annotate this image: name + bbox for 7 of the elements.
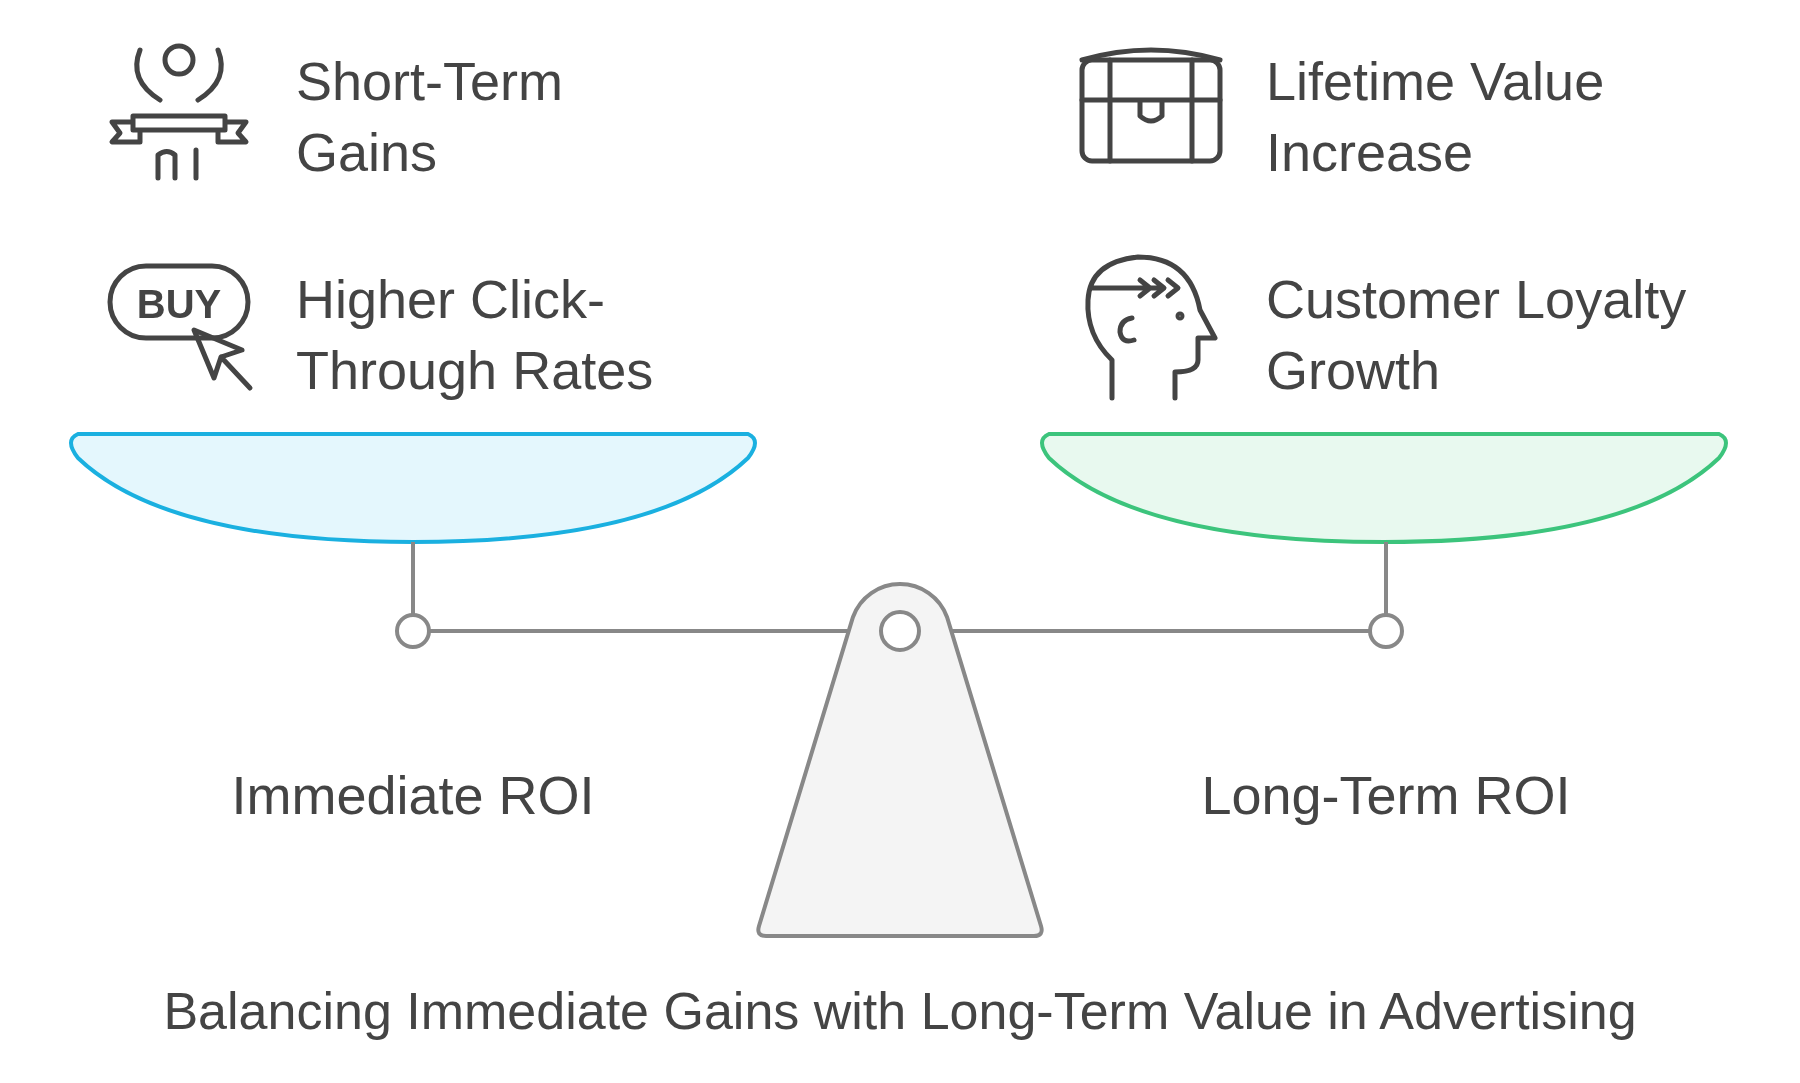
benefit-label: Customer Loyalty Growth — [1266, 268, 1688, 402]
caption: Balancing Immediate Gains with Long-Term Value in Advertising — [162, 981, 1638, 1042]
side-label: Immediate ROI — [230, 764, 596, 827]
benefit-label: Short-Term Gains — [296, 50, 565, 184]
benefit-label: Lifetime Value Increase — [1266, 50, 1606, 184]
side-label: Long-Term ROI — [1200, 764, 1572, 827]
benefit-label: Higher Click-Through Rates — [296, 268, 655, 402]
